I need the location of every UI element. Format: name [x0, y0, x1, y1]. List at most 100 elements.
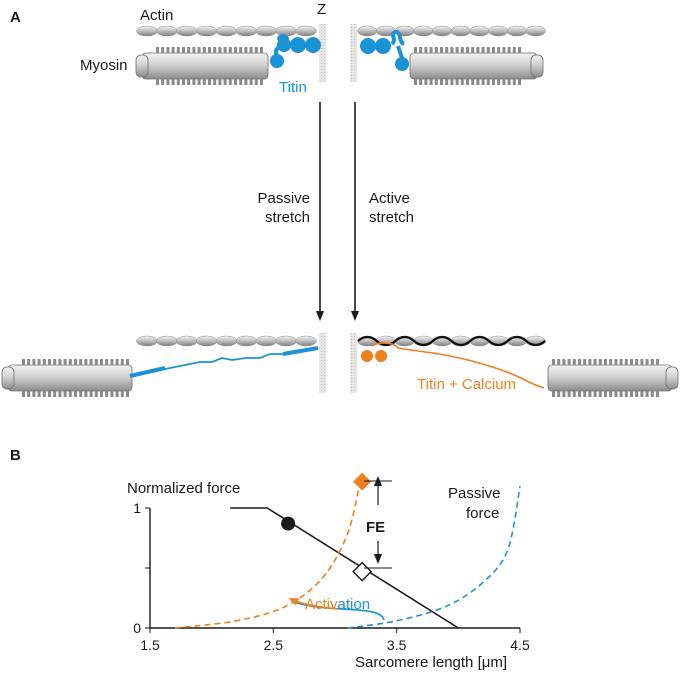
- myosin-head: [223, 47, 227, 53]
- myosin-head: [598, 359, 602, 365]
- myosin-head: [598, 391, 602, 397]
- myosin-head: [120, 391, 124, 397]
- myosin-head: [58, 391, 62, 397]
- myosin-head: [208, 79, 211, 85]
- myosin-head: [497, 79, 501, 85]
- myosin-head: [414, 79, 417, 85]
- myosin-head: [593, 391, 597, 397]
- myosin-head: [656, 391, 659, 397]
- myosin-head: [471, 47, 475, 53]
- myosin-head: [254, 47, 258, 53]
- passive-force-label-2: force: [466, 505, 499, 522]
- myosin-filament-top-left: [135, 47, 269, 85]
- myosin-head: [455, 47, 459, 53]
- activation-label: Activation: [305, 596, 370, 613]
- myosin-head: [234, 47, 237, 53]
- actin-bead: [156, 25, 178, 37]
- myosin-filament-bottom-right: [547, 359, 679, 397]
- y-tick-label: 0: [133, 620, 141, 636]
- actin-bead: [413, 25, 434, 37]
- y-ticks: 01: [133, 500, 150, 636]
- myosin-head: [414, 47, 417, 53]
- myosin-head: [100, 391, 103, 397]
- myosin-head: [619, 359, 623, 365]
- reference-force-point: [352, 561, 373, 582]
- myosin-head: [429, 47, 433, 53]
- myosin-head: [562, 391, 566, 397]
- myosin-filament-top-right: [409, 47, 544, 85]
- myosin-head: [471, 79, 475, 85]
- enhanced-force-point: [353, 472, 372, 491]
- myosin-head: [512, 79, 516, 85]
- chart-series: [174, 483, 521, 629]
- myosin-head: [614, 391, 618, 397]
- myosin-head: [518, 47, 521, 53]
- titin-passive-start-segment: [129, 366, 166, 378]
- myosin-head: [419, 79, 423, 85]
- myosin-head: [89, 359, 93, 365]
- myosin-head: [120, 359, 124, 365]
- myosin-head: [619, 391, 623, 397]
- actin-filament-bottom-left: [136, 335, 317, 347]
- myosin-head: [53, 391, 57, 397]
- myosin-head: [115, 391, 119, 397]
- myosin-head: [161, 47, 165, 53]
- x-tick-label: 4.5: [510, 637, 530, 653]
- myosin-head: [161, 79, 165, 85]
- myosin-head: [74, 391, 77, 397]
- myosin-head: [187, 47, 191, 53]
- myosin-head: [624, 391, 628, 397]
- myosin-head: [445, 47, 449, 53]
- normalized-force-label: Normalized force: [127, 480, 240, 497]
- actin-bead: [295, 335, 317, 347]
- activation-arrow-orange: [288, 597, 339, 610]
- myosin-head: [197, 79, 201, 85]
- passive-stretch-label-1: Passive: [257, 190, 310, 207]
- z-disc-right-top: [350, 24, 357, 82]
- myosin-head: [32, 391, 36, 397]
- myosin-head: [79, 359, 83, 365]
- myosin-head: [567, 359, 571, 365]
- active-stretch-label-2: stretch: [369, 209, 414, 226]
- myosin-head: [481, 47, 485, 53]
- myosin-head: [609, 391, 613, 397]
- z-disc-left-bottom: [319, 333, 326, 393]
- myosin-head: [244, 47, 248, 53]
- myosin-head: [105, 359, 109, 365]
- myosin-label: Myosin: [80, 57, 128, 74]
- myosin-cap: [1, 366, 15, 390]
- myosin-head: [486, 47, 490, 53]
- myosin-head: [94, 391, 98, 397]
- myosin-head: [105, 391, 109, 397]
- myosin-head: [115, 359, 119, 365]
- myosin-rod: [409, 52, 538, 80]
- myosin-head: [202, 79, 206, 85]
- myosin-head: [518, 79, 521, 85]
- myosin-head: [450, 47, 454, 53]
- myosin-head: [572, 391, 576, 397]
- myosin-head: [481, 79, 485, 85]
- myosin-head: [208, 47, 211, 53]
- panel-b-label: B: [10, 447, 21, 464]
- myosin-head: [22, 359, 25, 365]
- myosin-head: [445, 79, 449, 85]
- titin-compact-right: [360, 29, 409, 71]
- myosin-head: [630, 359, 633, 365]
- z-disc-right-bottom: [350, 333, 357, 393]
- titin-passive-thick-segment: [282, 346, 319, 356]
- myosin-cap: [665, 366, 679, 390]
- z-disc-left-top: [319, 24, 326, 82]
- chart-points: [281, 472, 373, 582]
- myosin-head: [583, 391, 587, 397]
- myosin-head: [507, 79, 511, 85]
- myosin-head: [32, 359, 36, 365]
- myosin-head: [202, 47, 206, 53]
- actin-bead: [275, 25, 297, 37]
- x-tick-label: 2.5: [264, 637, 284, 653]
- actin-bead: [195, 25, 218, 37]
- myosin-head: [434, 47, 438, 53]
- titin-calcium-force-curve: [174, 483, 361, 629]
- myosin-head: [650, 391, 654, 397]
- myosin-head: [68, 359, 72, 365]
